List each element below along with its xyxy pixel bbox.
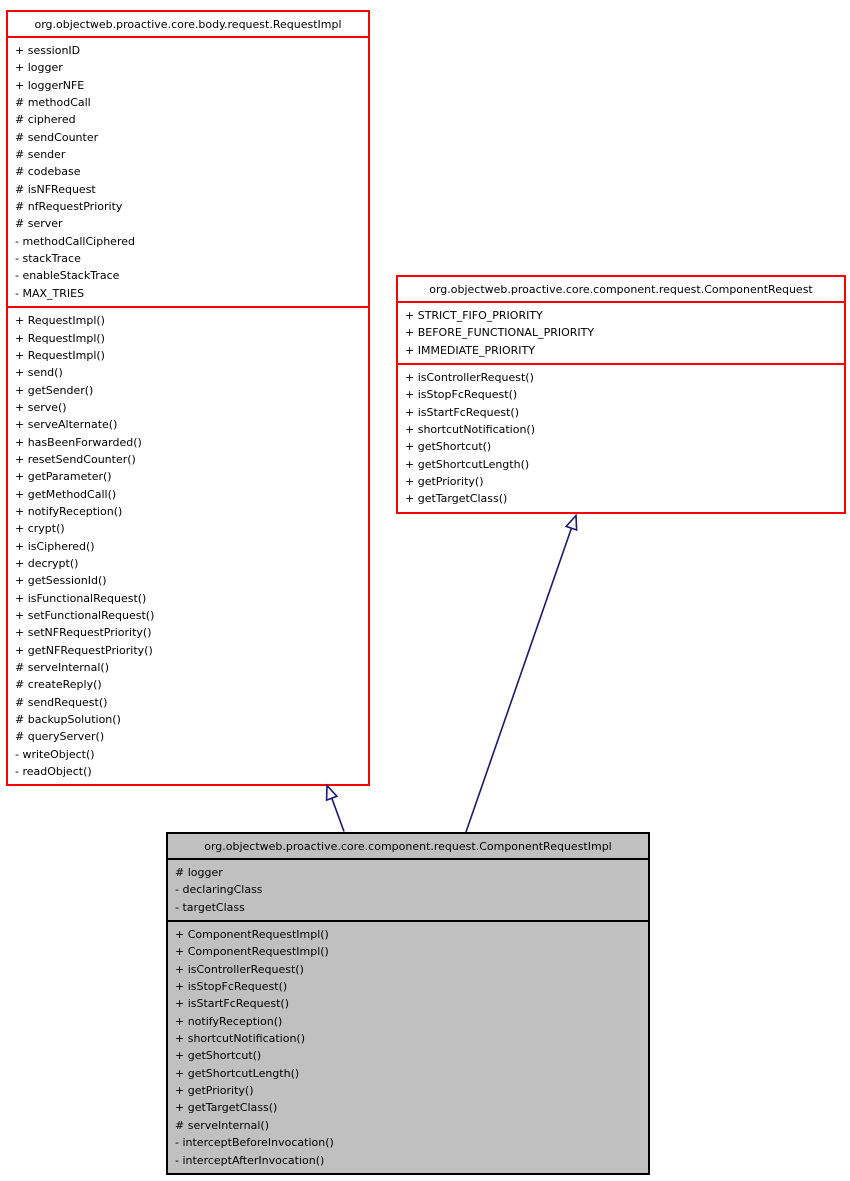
member-row: - writeObject() <box>15 747 95 761</box>
member-row: - interceptBeforeInvocation() <box>175 1136 334 1150</box>
member-row: + ComponentRequestImpl() <box>175 945 329 959</box>
member-row: # isNFRequest <box>15 182 96 196</box>
member-row: + getSessionId() <box>15 574 107 588</box>
member-row: + getPriority() <box>175 1084 254 1098</box>
member-row: + RequestImpl() <box>15 348 105 362</box>
member-row: # ciphered <box>15 113 76 127</box>
member-row: + hasBeenForwarded() <box>15 435 142 449</box>
class-title: org.objectweb.proactive.core.body.reques… <box>8 12 368 38</box>
member-row: + isStartFcRequest() <box>175 997 290 1011</box>
member-row: # logger <box>175 866 223 879</box>
member-row: # serveInternal() <box>175 1118 269 1132</box>
member-row: + getSender() <box>15 383 94 397</box>
arrow-to-componentrequest <box>465 513 578 833</box>
member-row: # nfRequestPriority <box>15 200 123 214</box>
member-row: - targetClass <box>175 900 245 914</box>
member-row: # backupSolution() <box>15 713 121 727</box>
member-row: + isControllerRequest() <box>405 371 534 385</box>
class-box-componentrequest[interactable]: org.objectweb.proactive.core.component.r… <box>396 275 846 514</box>
member-row: + loggerNFE <box>15 78 85 92</box>
member-row: - MAX_TRIES <box>15 286 85 300</box>
member-row: - methodCallCiphered <box>15 234 135 248</box>
member-row: + shortcutNotification() <box>405 423 536 437</box>
member-row: + getMethodCall() <box>15 487 117 501</box>
member-row: + notifyReception() <box>15 504 123 518</box>
member-row: + isControllerRequest() <box>175 962 304 976</box>
member-row: - readObject() <box>15 765 92 779</box>
member-row: + RequestImpl() <box>15 331 105 345</box>
methods-section: + ComponentRequestImpl() + ComponentReque… <box>168 922 648 1173</box>
member-row: + getShortcut() <box>405 440 492 454</box>
member-row: + getShortcutLength() <box>405 457 530 471</box>
class-title: org.objectweb.proactive.core.component.r… <box>398 277 844 303</box>
member-row: + resetSendCounter() <box>15 452 136 466</box>
member-row: + send() <box>15 366 63 380</box>
member-row: # sendRequest() <box>15 695 108 709</box>
member-row: + shortcutNotification() <box>175 1032 306 1046</box>
member-row: # queryServer() <box>15 730 105 744</box>
member-row: # codebase <box>15 165 81 179</box>
methods-section: + RequestImpl() + RequestImpl() + RequestI… <box>8 308 368 784</box>
member-row: + STRICT_FIFO_PRIORITY <box>405 309 543 322</box>
member-row: + getParameter() <box>15 470 112 484</box>
member-row: + isStopFcRequest() <box>175 980 288 994</box>
member-row: + serveAlternate() <box>15 418 118 432</box>
member-row: + serve() <box>15 400 67 414</box>
member-row: # sender <box>15 148 66 162</box>
member-row: - declaringClass <box>175 883 263 897</box>
member-row: + isStartFcRequest() <box>405 405 520 419</box>
member-row: # methodCall <box>15 96 91 110</box>
member-row: # serveInternal() <box>15 661 109 675</box>
member-row: # createReply() <box>15 678 102 692</box>
member-row: + setFunctionalRequest() <box>15 609 155 622</box>
member-row: - enableStackTrace <box>15 269 120 283</box>
member-row: + BEFORE_FUNCTIONAL_PRIORITY <box>405 326 595 340</box>
member-row: + ComponentRequestImpl() <box>175 928 329 942</box>
member-row: + sessionID <box>15 44 81 57</box>
attributes-section: # logger - declaringClass - targetClass <box>168 860 648 923</box>
class-title: org.objectweb.proactive.core.component.r… <box>168 834 648 860</box>
member-row: + RequestImpl() <box>15 314 105 328</box>
member-row: + setNFRequestPriority() <box>15 626 152 640</box>
member-row: + getTargetClass() <box>405 492 508 506</box>
member-row: + getTargetClass() <box>175 1101 278 1115</box>
member-row: + logger <box>15 61 63 75</box>
member-row: + notifyReception() <box>175 1014 283 1028</box>
member-row: # server <box>15 217 63 231</box>
attributes-section: + sessionID + logger + loggerNFE # methodCa… <box>8 38 368 309</box>
member-row: + getPriority() <box>405 475 484 489</box>
member-row: + getNFRequestPriority() <box>15 643 153 657</box>
member-row: # sendCounter <box>15 130 99 144</box>
member-row: + isStopFcRequest() <box>405 388 518 402</box>
member-row: - stackTrace <box>15 252 81 266</box>
arrow-to-requestimpl <box>325 783 345 832</box>
methods-section: + isControllerRequest() + isStopFcRequest… <box>398 365 844 512</box>
member-row: - interceptAfterInvocation() <box>175 1153 325 1167</box>
member-row: + getShortcut() <box>175 1049 262 1063</box>
member-row: + crypt() <box>15 522 65 536</box>
member-row: + getShortcutLength() <box>175 1066 300 1080</box>
member-row: + decrypt() <box>15 556 79 570</box>
member-row: + isFunctionalRequest() <box>15 591 147 605</box>
class-box-componentrequestimpl[interactable]: org.objectweb.proactive.core.component.r… <box>166 832 650 1175</box>
member-row: + isCiphered() <box>15 539 95 553</box>
member-row: + IMMEDIATE_PRIORITY <box>405 343 535 357</box>
attributes-section: + STRICT_FIFO_PRIORITY + BEFORE_FUNCTIONA… <box>398 303 844 366</box>
class-box-requestimpl[interactable]: org.objectweb.proactive.core.body.reques… <box>6 10 370 787</box>
